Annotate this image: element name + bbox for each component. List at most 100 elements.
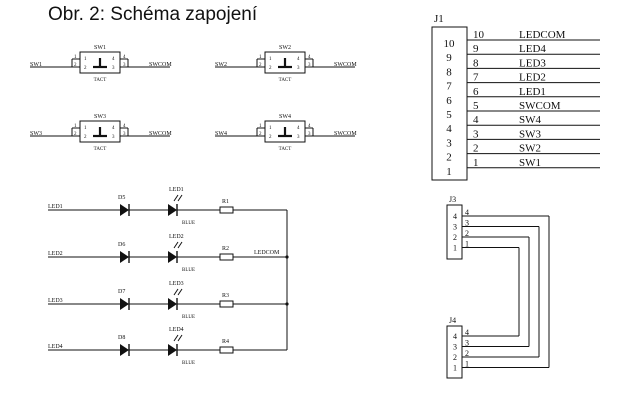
j1-pin-number: 10: [473, 29, 485, 41]
led-net-label: LED4: [48, 344, 63, 350]
switch-inner-pin: 2: [269, 66, 272, 71]
j1-pin-number: 5: [473, 100, 479, 112]
j1-body-pin: 4: [446, 123, 452, 135]
switch-common-label: SWCOM: [334, 62, 357, 68]
j3-body: [446, 204, 463, 260]
switch-ref-label: SW4: [279, 114, 291, 120]
resistor-ref-label: R1: [222, 199, 229, 205]
switch-net-label: SW2: [215, 62, 227, 68]
j1-pin-number: 6: [473, 86, 479, 98]
switch-pin-number: 3: [123, 132, 126, 137]
j1-pin-number: 1: [473, 157, 479, 169]
j4-ref-label: J4: [449, 316, 456, 325]
switch-inner-pin: 1: [269, 57, 272, 62]
j1-net-label: LED4: [519, 43, 546, 55]
j4-stub-label: 4: [465, 328, 469, 337]
j1-body-pin: 3: [446, 137, 452, 149]
switch-inner-pin: 4: [297, 57, 300, 62]
j1-net-label: SW2: [519, 143, 541, 155]
switch-common-label: SWCOM: [149, 131, 172, 137]
switch-inner-pin: 2: [84, 66, 87, 71]
switch-pin-number: 4: [123, 55, 126, 60]
led-symbol: [168, 344, 177, 356]
switch-inner-pin: 4: [297, 126, 300, 131]
switch-pin-number: 1: [74, 55, 77, 60]
led-symbol: [168, 251, 177, 263]
switch-inner-pin: 2: [269, 135, 272, 140]
diode-symbol: [120, 298, 129, 310]
j1-net-label: LED3: [519, 57, 546, 69]
led-light-arrow: [173, 241, 179, 249]
j1-net-label: SW4: [519, 114, 542, 126]
j4-pin-number: 3: [453, 343, 457, 352]
j3-pin-number: 3: [453, 223, 457, 232]
j1-pin-number: 2: [473, 143, 479, 155]
switch-net-label: SW3: [30, 131, 42, 137]
j1-net-label: SW3: [519, 128, 542, 140]
j4-pin-number: 2: [453, 353, 457, 362]
switch-pin-number: 2: [74, 132, 77, 137]
j1-body-pin: 8: [446, 66, 452, 78]
switch-ref-label: SW1: [94, 45, 106, 51]
led-light-arrow: [173, 194, 179, 202]
led-net-label: LED2: [48, 251, 63, 257]
led-section: LED1D5LED1BLUER1LED2D6LED2BLUER2LED3D7LE…: [48, 187, 289, 366]
j4-body: [446, 325, 463, 379]
switch-inner-pin: 1: [269, 126, 272, 131]
j1-body-pin: 7: [446, 81, 452, 93]
diode-symbol: [120, 204, 129, 216]
switch-pin-number: 1: [259, 55, 262, 60]
switch-pin-number: 2: [259, 63, 262, 68]
led-light-arrow: [173, 288, 179, 296]
diode-symbol: [120, 251, 129, 263]
switch-pin-number: 4: [308, 55, 311, 60]
j1-pin-number: 8: [473, 57, 479, 69]
diode-ref-label: D5: [118, 195, 125, 201]
junction-dot: [285, 302, 289, 306]
switch-inner-pin: 4: [112, 126, 115, 131]
led-color-label: BLUE: [182, 268, 195, 273]
led-light-arrow: [177, 241, 183, 249]
switch-pin-number: 3: [123, 63, 126, 68]
led-color-label: BLUE: [182, 361, 195, 366]
switch-ref-label: SW3: [94, 114, 106, 120]
j1-body-pin: 9: [446, 52, 452, 64]
j1-body-pin: 2: [446, 152, 452, 164]
j1-net-label: LED2: [519, 72, 546, 84]
j1-net-label: LED1: [519, 86, 546, 98]
switch-type-label: TACT: [279, 78, 292, 83]
resistor-ref-label: R3: [222, 293, 229, 299]
figure-caption: Obr. 2: Schéma zapojení: [48, 4, 258, 25]
j1-pin-number: 9: [473, 43, 479, 55]
led-light-arrow: [177, 334, 183, 342]
j1-ref-label: J1: [434, 13, 444, 25]
switch-type-label: TACT: [94, 147, 107, 152]
led-ref-label: LED3: [169, 281, 184, 287]
resistor-symbol: [219, 206, 234, 214]
switch-type-label: TACT: [279, 147, 292, 152]
switch-inner-pin: 1: [84, 57, 87, 62]
j1-body: [431, 26, 468, 181]
j3-pin-number: 4: [453, 212, 457, 221]
resistor-symbol: [219, 346, 234, 354]
j1-pin-number: 7: [473, 72, 479, 84]
switch-inner-pin: 3: [297, 66, 300, 71]
switch-type-label: TACT: [94, 78, 107, 83]
j1-net-label: SW1: [519, 157, 541, 169]
resistor-symbol: [219, 300, 234, 308]
switch-pin-number: 2: [74, 63, 77, 68]
led-color-label: BLUE: [182, 315, 195, 320]
diode-symbol: [120, 344, 129, 356]
led-ref-label: LED4: [169, 327, 184, 333]
j3-stub-label: 1: [465, 240, 469, 249]
led-light-arrow: [177, 288, 183, 296]
j3-stub-label: 3: [465, 219, 469, 228]
